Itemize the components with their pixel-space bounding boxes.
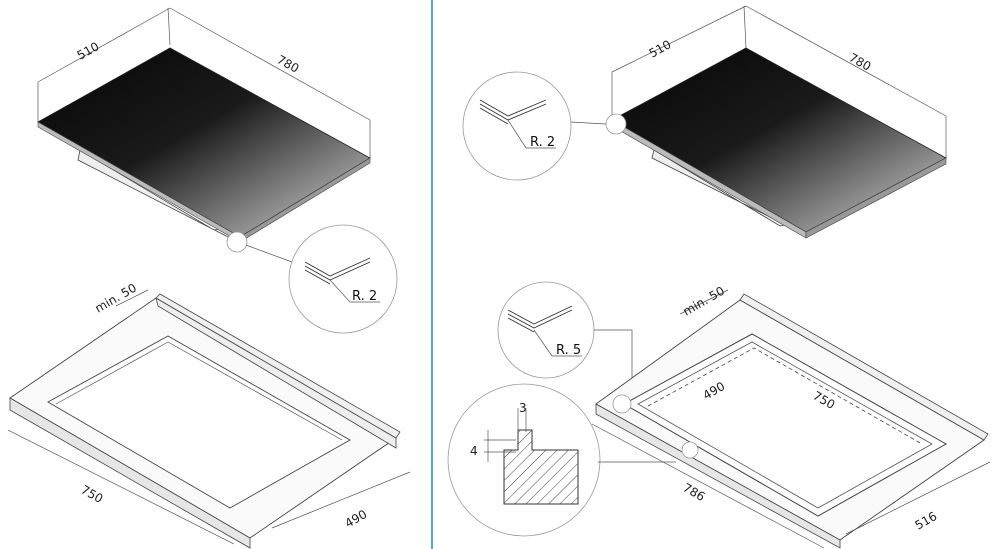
left-hob-width-label: 780	[275, 52, 302, 75]
left-cutout-depth-label: 490	[343, 507, 370, 531]
rebate-depth-label: 4	[470, 444, 478, 458]
left-hob-depth-label: 510	[75, 39, 102, 62]
right-radius-bottom-label: R. 5	[556, 343, 581, 358]
right-hob-depth-label: 510	[647, 37, 674, 60]
right-bottom-edge-detail: R. 5	[497, 281, 633, 398]
right-min-clearance-label: min. 50	[681, 284, 727, 319]
right-radius-top-label: R. 2	[530, 135, 555, 150]
rebate-width-label: 3	[519, 401, 527, 415]
left-edge-detail: R. 2	[226, 224, 398, 334]
left-radius-label: R. 2	[352, 289, 377, 304]
right-hob-view: 510 780	[611, 5, 947, 239]
right-top-edge-detail: R. 2	[462, 71, 627, 181]
right-rebate-section-detail: 3 4	[447, 383, 676, 537]
left-hob-view: 510 780	[37, 7, 371, 243]
right-outer-depth-label: 516	[913, 509, 940, 533]
left-cutout-length-label: 750	[79, 482, 106, 506]
right-countertop: 490 750 min. 50 786 516	[591, 284, 991, 549]
right-outer-length-label: 786	[681, 480, 708, 504]
right-hob-width-label: 780	[847, 50, 874, 73]
